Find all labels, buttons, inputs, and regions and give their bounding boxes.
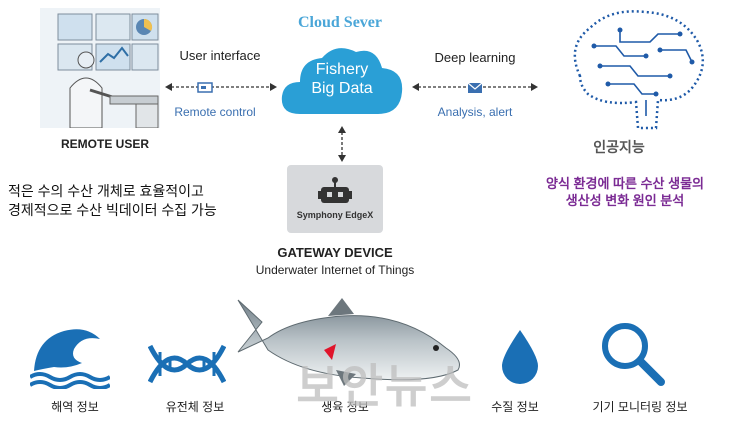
- cloud-label: Fishery Big Data: [278, 60, 406, 98]
- deep-learning-label: Deep learning: [434, 50, 516, 65]
- sea-area-info-label: 해역 정보: [51, 400, 99, 414]
- water-drop-icon: [502, 330, 538, 384]
- data-collection-caption: 적은 수의 수산 개체로 효율적이고 경제적으로 수산 빅데이터 수집 가능: [8, 182, 273, 220]
- monitor-icon: [197, 82, 213, 93]
- mail-icon: [467, 82, 483, 93]
- wave-icon: [30, 329, 110, 389]
- analysis-alert-label: Analysis, alert: [437, 105, 513, 119]
- cloud-server-title: Cloud Sever: [298, 14, 382, 31]
- cloud-line-1: Fishery: [315, 61, 369, 78]
- water-quality-info-label: 수질 정보: [491, 400, 539, 414]
- vertical-double-arrow: [338, 126, 346, 162]
- ai-caption-line-1: 양식 환경에 따른 수산 생물의: [546, 176, 704, 191]
- ai-label: 인공지능: [593, 139, 645, 155]
- cloud-icon: [281, 48, 403, 114]
- caption-line-2: 경제적으로 수산 빅데이터 수집 가능: [8, 202, 217, 218]
- gateway-brand: Symphony EdgeX: [296, 210, 374, 220]
- salmon-icon: [237, 298, 460, 386]
- remote-user-label: REMOTE USER: [60, 137, 149, 151]
- left-double-arrow: [165, 83, 277, 91]
- dna-icon: [148, 344, 226, 384]
- gateway-subtitle: Underwater Internet of Things: [255, 263, 415, 277]
- caption-line-1: 적은 수의 수산 개체로 효율적이고: [8, 183, 204, 199]
- growth-info-label: 생육 정보: [321, 400, 369, 414]
- watermark: 보안뉴스: [296, 360, 474, 412]
- remote-control-label: Remote control: [174, 105, 256, 119]
- user-interface-label: User interface: [179, 48, 261, 63]
- brain-icon: [573, 10, 705, 130]
- genome-info-label: 유전체 정보: [165, 400, 225, 414]
- gateway-title: GATEWAY DEVICE: [277, 245, 393, 260]
- ai-caption-line-2: 생산성 변화 원인 분석: [565, 193, 685, 208]
- cloud-line-2: Big Data: [311, 80, 373, 97]
- device-monitoring-info-label: 기기 모니터링 정보: [592, 400, 688, 414]
- robot-icon: [318, 177, 352, 203]
- remote-user-illustration: [40, 8, 160, 128]
- magnifier-icon: [602, 323, 665, 386]
- ai-analysis-caption: 양식 환경에 따른 수산 생물의 생산성 변화 원인 분석: [510, 175, 740, 209]
